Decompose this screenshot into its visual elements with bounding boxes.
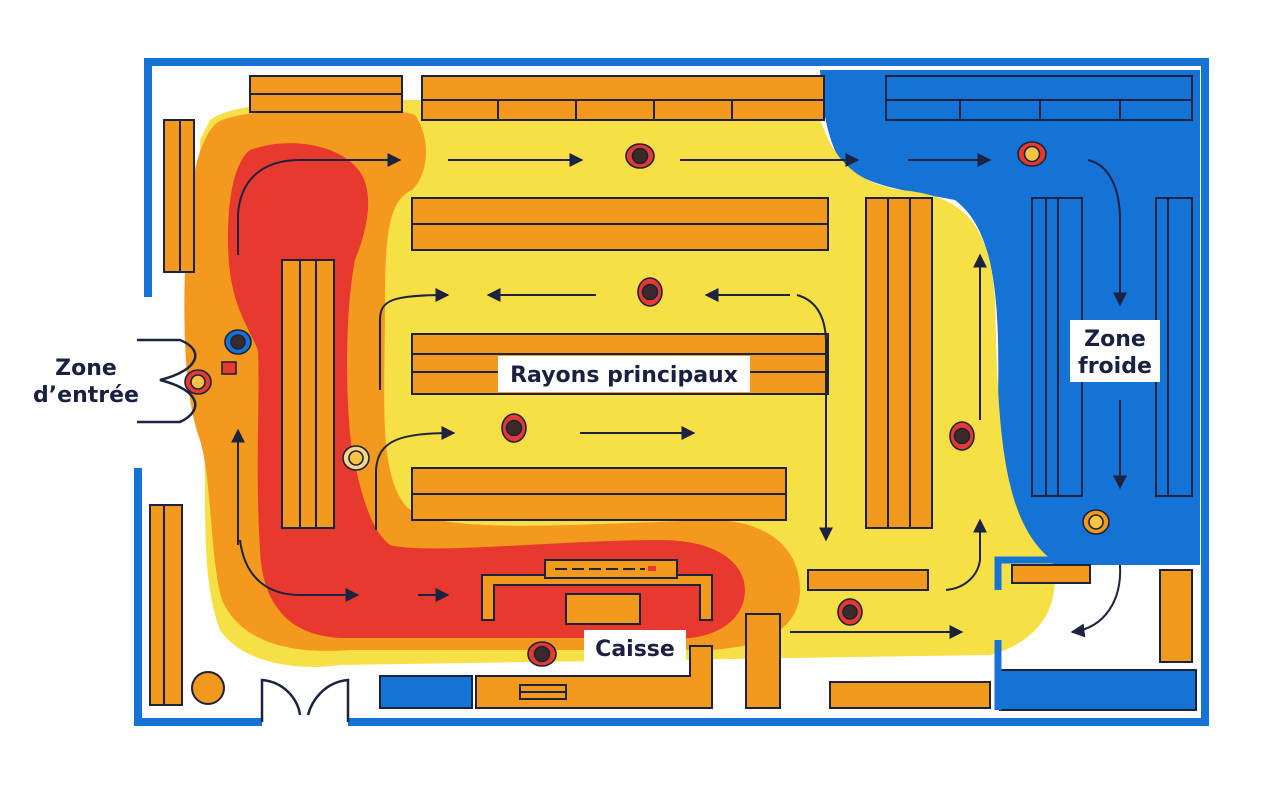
cold-zone-area <box>820 70 1200 565</box>
shopper-icon <box>837 598 863 626</box>
shopper-icon <box>501 413 527 443</box>
wall-shelves <box>149 75 825 706</box>
entry-zone-label-line2: d’entrée <box>33 383 139 408</box>
checkout-label: Caisse <box>584 630 686 666</box>
traffic-flow-arrows <box>231 153 1127 639</box>
cold-zone-label-line2: froide <box>1078 354 1152 379</box>
entry-zone-label-line1: Zone <box>55 356 117 381</box>
cold-zone-label: Zone froide <box>1070 320 1160 382</box>
entrance-door <box>137 338 350 722</box>
shopper-icon <box>184 369 212 395</box>
heatmap-high-zone <box>228 143 745 639</box>
back-room-walls <box>994 556 1200 710</box>
cold-zone-label-line1: Zone <box>1084 327 1146 352</box>
shopper-icon <box>527 641 557 667</box>
entrance-bin <box>191 671 225 705</box>
checkout-label-text: Caisse <box>595 637 675 662</box>
shopper-icon <box>1017 141 1047 167</box>
entry-zone-label: Zone d’entrée <box>30 352 142 408</box>
shopper-icon <box>224 329 252 355</box>
shopping-basket-icon <box>221 361 237 375</box>
shopper-icon <box>342 445 370 471</box>
shopper-icon <box>1082 509 1110 535</box>
main-aisles-label: Rayons principaux <box>498 356 750 392</box>
main-aisles-label-text: Rayons principaux <box>510 363 738 388</box>
shopper-icon <box>625 143 655 169</box>
shopper-icon <box>949 421 975 451</box>
store-walls <box>134 58 1209 726</box>
shopper-icon <box>637 277 663 307</box>
main-aisle-shelves <box>281 197 1193 709</box>
checkout-counter <box>475 559 713 709</box>
shoppers <box>184 141 1110 667</box>
